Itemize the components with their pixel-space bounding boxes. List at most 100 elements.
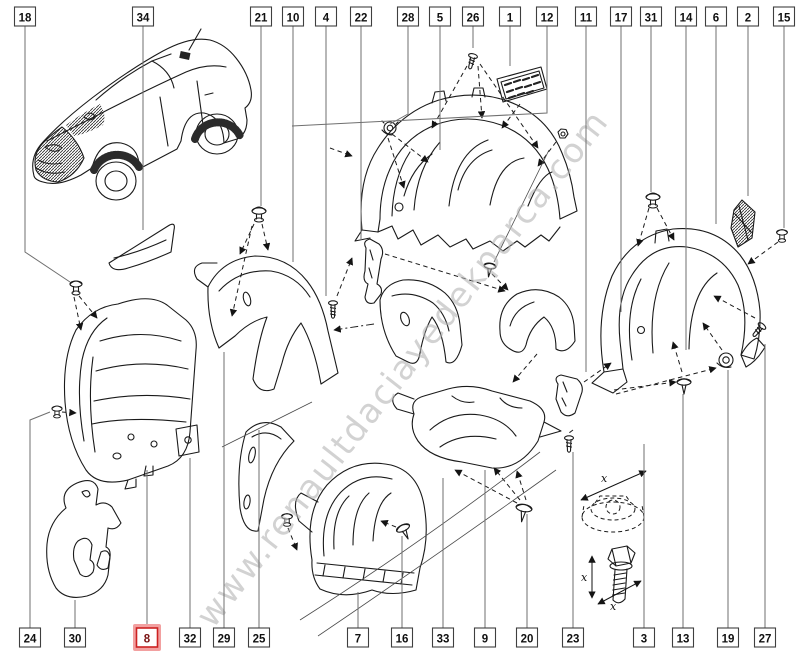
part-air-deflector xyxy=(730,199,756,248)
callout-25[interactable]: 25 xyxy=(247,430,271,648)
svg-text:30: 30 xyxy=(69,634,82,646)
callout-15[interactable]: 15 xyxy=(772,6,796,228)
callout-7[interactable]: 7 xyxy=(346,592,370,648)
svg-text:29: 29 xyxy=(218,634,231,646)
assembly-guide-lines xyxy=(61,63,779,551)
svg-text:33: 33 xyxy=(437,634,450,646)
vehicle-illustration xyxy=(32,28,252,201)
svg-text:28: 28 xyxy=(402,13,415,25)
callout-26[interactable]: 26 xyxy=(461,6,485,48)
part-flange-nut-diagram xyxy=(581,495,645,533)
screw-icon xyxy=(468,53,478,70)
svg-text:2: 2 xyxy=(745,13,751,25)
callout-9[interactable]: 9 xyxy=(473,470,497,648)
callout-14[interactable]: 14 xyxy=(674,6,698,350)
part-small-bracket xyxy=(555,374,583,417)
screw-icon xyxy=(752,322,767,337)
svg-text:8: 8 xyxy=(144,634,151,646)
clip-icon xyxy=(69,280,83,296)
callout-19[interactable]: 19 xyxy=(716,370,740,648)
callout-23[interactable]: 23 xyxy=(561,452,585,648)
bolt-end-dimension xyxy=(597,580,642,605)
part-arch-extension xyxy=(193,255,339,392)
part-quarter-arch xyxy=(379,279,463,364)
svg-text:34: 34 xyxy=(137,13,150,25)
svg-text:25: 25 xyxy=(253,634,266,646)
part-rear-wheel-liner-exploded xyxy=(591,227,766,394)
callout-11[interactable]: 11 xyxy=(574,6,598,372)
svg-text:18: 18 xyxy=(19,13,32,25)
part-arch-shield xyxy=(499,289,576,353)
callout-27[interactable]: 27 xyxy=(753,344,777,648)
part-flat-gasket xyxy=(46,480,122,598)
callout-5[interactable]: 5 xyxy=(428,6,452,150)
bolt-end-dimension-label: x xyxy=(610,600,617,613)
svg-text:14: 14 xyxy=(680,13,693,25)
callout-4[interactable]: 4 xyxy=(314,6,338,296)
part-mounting-bracket xyxy=(363,238,384,304)
roof-marker xyxy=(179,51,191,60)
part-fender-protector xyxy=(108,223,175,271)
svg-text:5: 5 xyxy=(437,13,444,25)
part-bolt-diagram xyxy=(607,545,636,604)
part-vent-grille xyxy=(496,66,548,103)
callout-16[interactable]: 16 xyxy=(390,536,414,648)
callout-34[interactable]: 34 xyxy=(131,6,155,230)
clip-icon xyxy=(281,513,293,527)
callout-13[interactable]: 13 xyxy=(671,394,695,648)
callout-28[interactable]: 28 xyxy=(389,6,420,125)
clip-icon xyxy=(776,229,788,243)
screw-icon xyxy=(563,435,575,453)
svg-text:26: 26 xyxy=(467,13,480,25)
svg-text:22: 22 xyxy=(355,13,368,25)
callout-22[interactable]: 22 xyxy=(349,6,373,240)
svg-text:4: 4 xyxy=(323,13,330,25)
callout-12[interactable]: 12 xyxy=(291,6,559,127)
svg-text:27: 27 xyxy=(759,634,772,646)
callout-31[interactable]: 31 xyxy=(639,6,663,192)
svg-text:11: 11 xyxy=(580,13,593,25)
callout-3[interactable]: 3 xyxy=(632,444,656,648)
callout-10[interactable]: 10 xyxy=(281,6,305,262)
svg-text:7: 7 xyxy=(355,634,361,646)
callout-32[interactable]: 32 xyxy=(178,458,202,648)
part-mud-shield-segment xyxy=(238,421,295,532)
callout-17[interactable]: 17 xyxy=(609,6,633,312)
screw-icon xyxy=(327,300,339,319)
svg-text:10: 10 xyxy=(287,13,300,25)
svg-text:20: 20 xyxy=(521,634,534,646)
grommet-icon xyxy=(716,352,734,369)
callout-6[interactable]: 6 xyxy=(704,6,728,224)
svg-text:24: 24 xyxy=(24,634,37,646)
nut-icon xyxy=(557,128,569,139)
svg-text:9: 9 xyxy=(482,634,488,646)
svg-text:6: 6 xyxy=(713,13,719,25)
callout-2[interactable]: 2 xyxy=(736,6,760,196)
push-pin-icon xyxy=(483,262,497,278)
callout-18[interactable]: 18 xyxy=(13,6,71,283)
callout-20[interactable]: 20 xyxy=(515,514,539,648)
svg-text:32: 32 xyxy=(184,634,197,646)
callout-30[interactable]: 30 xyxy=(63,600,87,648)
callout-8[interactable]: 8 xyxy=(133,470,161,651)
svg-text:16: 16 xyxy=(396,634,409,646)
callout-33[interactable]: 33 xyxy=(431,478,455,648)
callout-1[interactable]: 1 xyxy=(498,6,522,66)
callout-29[interactable]: 29 xyxy=(212,352,236,648)
svg-text:19: 19 xyxy=(722,634,735,646)
svg-text:3: 3 xyxy=(641,634,647,646)
svg-text:17: 17 xyxy=(615,13,628,25)
nut-dimension-label: x xyxy=(601,472,608,485)
part-rear-liner-lower xyxy=(294,462,427,596)
svg-text:1: 1 xyxy=(507,13,514,25)
bolt-dimension-label: x xyxy=(581,571,588,584)
callout-21[interactable]: 21 xyxy=(249,6,273,206)
callout-24[interactable]: 24 xyxy=(18,411,51,648)
perspective-guide-lines xyxy=(221,149,557,637)
push-pin-icon xyxy=(395,523,411,540)
watermark: www.renaultdaciayedekparca.com xyxy=(188,102,617,635)
svg-text:13: 13 xyxy=(677,634,690,646)
